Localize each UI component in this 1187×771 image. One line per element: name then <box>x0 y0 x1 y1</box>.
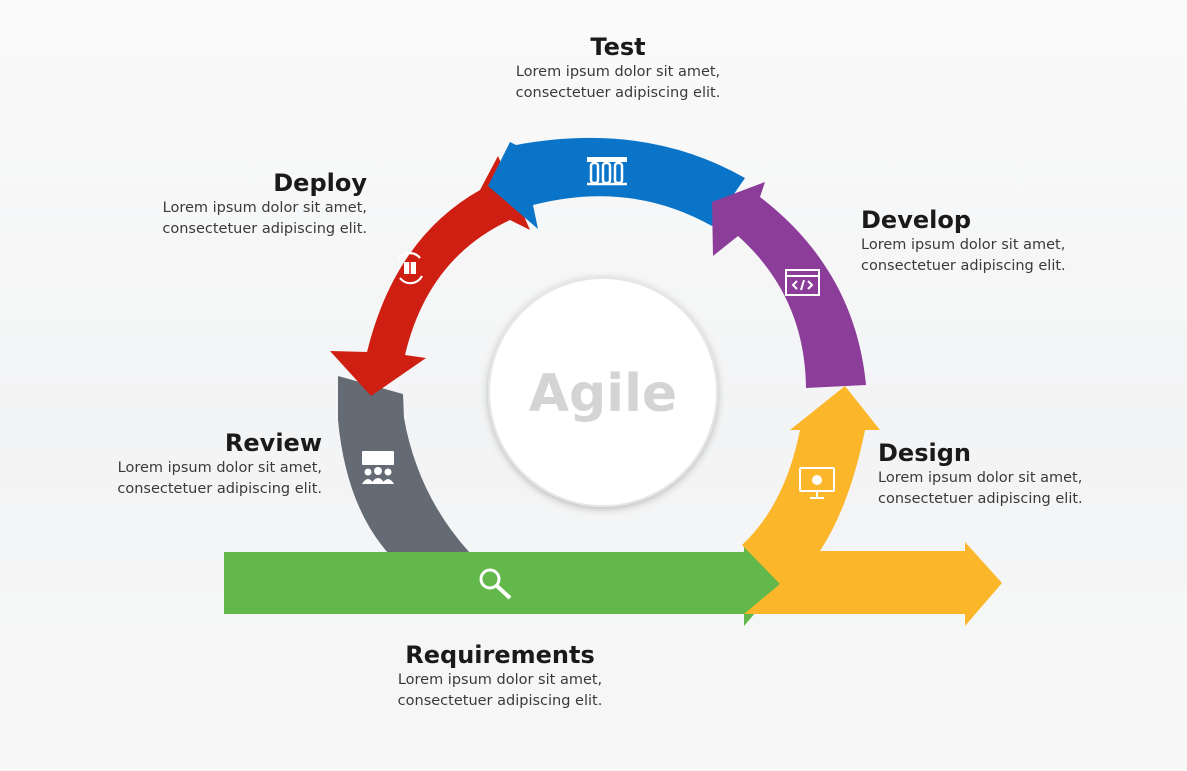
develop-title: Develop <box>861 206 972 234</box>
presentation-team-icon <box>362 451 394 484</box>
requirements-arrow <box>224 543 780 626</box>
design-desc-line1: Lorem ipsum dolor sit amet, <box>878 470 1083 486</box>
design-desc-line2: consectetuer adipiscing elit. <box>878 491 1083 507</box>
review-desc-line2: consectetuer adipiscing elit. <box>117 481 322 497</box>
design-title: Design <box>878 439 971 467</box>
review-desc-line1: Lorem ipsum dolor sit amet, <box>117 460 322 476</box>
review-title: Review <box>224 429 322 457</box>
requirements-label-group: Requirements Lorem ipsum dolor sit amet,… <box>350 640 650 712</box>
center-circle <box>488 277 718 507</box>
develop-desc-line1: Lorem ipsum dolor sit amet, <box>861 237 1066 253</box>
review-label-group: Review Lorem ipsum dolor sit amet, conse… <box>22 428 322 500</box>
requirements-desc-line2: consectetuer adipiscing elit. <box>397 693 603 709</box>
requirements-desc-line1: Lorem ipsum dolor sit amet, <box>397 672 603 688</box>
test-label-group: Test Lorem ipsum dolor sit amet, consect… <box>468 32 768 104</box>
deploy-desc-line2: consectetuer adipiscing elit. <box>162 221 367 237</box>
magnifier-icon <box>479 568 512 600</box>
test-description: Lorem ipsum dolor sit amet, consectetuer… <box>468 62 768 104</box>
package-cycle-icon <box>398 252 423 285</box>
test-title: Test <box>590 33 646 61</box>
review-description: Lorem ipsum dolor sit amet, consectetuer… <box>22 458 322 500</box>
develop-description: Lorem ipsum dolor sit amet, consectetuer… <box>861 235 1161 277</box>
deploy-description: Lorem ipsum dolor sit amet, consectetuer… <box>67 198 367 240</box>
develop-desc-line2: consectetuer adipiscing elit. <box>861 258 1066 274</box>
design-description: Lorem ipsum dolor sit amet, consectetuer… <box>878 468 1178 510</box>
design-monitor-icon <box>799 467 835 499</box>
design-label-group: Design Lorem ipsum dolor sit amet, conse… <box>878 438 1178 510</box>
develop-arrow <box>712 182 866 388</box>
develop-label-group: Develop Lorem ipsum dolor sit amet, cons… <box>861 205 1161 277</box>
design-arrow <box>742 386 1002 626</box>
test-tubes-icon <box>587 157 627 186</box>
deploy-arrow <box>330 156 530 396</box>
deploy-desc-line1: Lorem ipsum dolor sit amet, <box>162 200 367 216</box>
test-desc-line2: consectetuer adipiscing elit. <box>515 85 721 101</box>
deploy-title: Deploy <box>273 169 367 197</box>
test-desc-line1: Lorem ipsum dolor sit amet, <box>515 64 721 80</box>
requirements-title: Requirements <box>405 641 595 669</box>
review-segment <box>338 376 470 553</box>
requirements-description: Lorem ipsum dolor sit amet, consectetuer… <box>350 670 650 712</box>
deploy-label-group: Deploy Lorem ipsum dolor sit amet, conse… <box>67 168 367 240</box>
code-window-icon <box>785 269 820 296</box>
